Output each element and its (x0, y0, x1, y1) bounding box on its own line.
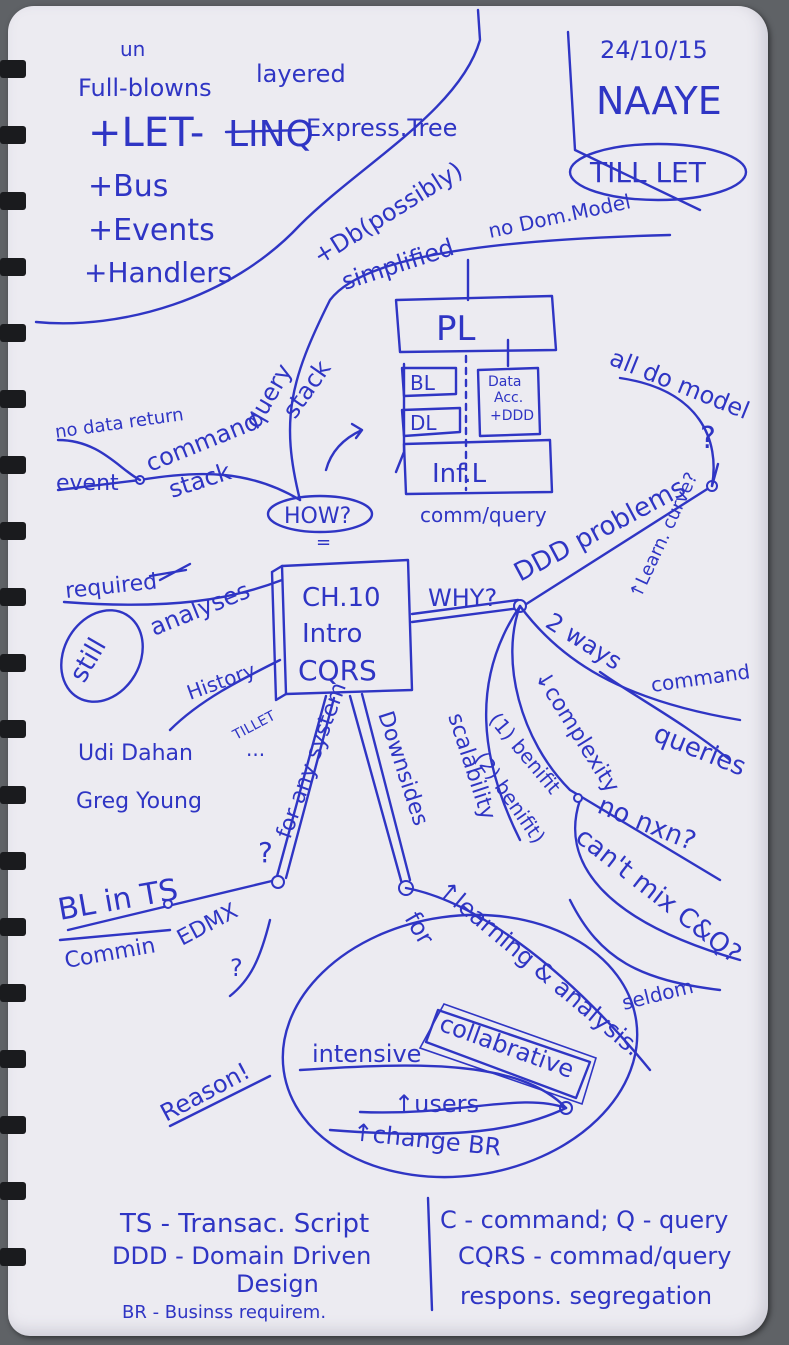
all-do-model-text: all do model (606, 344, 754, 425)
history-branch: History TILLET ... Udi Dahan Greg Young (76, 658, 282, 814)
legend-right-3: respons. segregation (460, 1282, 712, 1310)
intensive-text: intensive (312, 1040, 421, 1068)
required-text: required (64, 569, 158, 603)
q2-text: ? (258, 836, 273, 869)
still-text: still (64, 633, 113, 687)
un-text: un (120, 37, 145, 61)
how-bubble: HOW? = (266, 494, 374, 553)
title-code: NAAYE (596, 79, 722, 123)
legend-left-1: TS - Transac. Script (119, 1209, 369, 1239)
person-udi: Udi Dahan (78, 741, 193, 766)
change-br-text: ↑change BR (351, 1118, 502, 1161)
for-any-system-text: for any system (272, 679, 352, 842)
legend-left-3: Design (236, 1270, 319, 1298)
legend-right-2: CQRS - commad/query (458, 1242, 731, 1270)
bl-in-ts-text: BL in TS (55, 872, 180, 927)
let-text: +LET- (88, 110, 204, 156)
legend: TS - Transac. Script DDD - Domain Driven… (112, 1196, 731, 1323)
layer-diagram: PL BL DL Data Acc. +DDD Inf.L comm/query (324, 258, 558, 527)
how-text: HOW? (284, 504, 351, 529)
legend-right-1: C - command; Q - query (440, 1206, 728, 1234)
events-text: +Events (88, 213, 215, 248)
downsides-branch: Downsides ↑learning & analysis. for coll… (156, 692, 652, 1179)
no-data-return-text: no data return (54, 404, 185, 443)
queries-text: queries (649, 719, 750, 783)
seldom-text: seldom (619, 974, 695, 1015)
why-text: WHY? (428, 584, 497, 612)
data-acc-line2: Acc. (494, 390, 523, 406)
users-text: ↑users (394, 1090, 479, 1118)
how-eq-text: = (316, 532, 331, 553)
for-text: for (399, 907, 440, 950)
data-acc-line3: +DDD (490, 408, 534, 424)
history-text: History (184, 658, 259, 705)
bus-text: +Bus (88, 169, 168, 204)
handlers-text: +Handlers (84, 256, 232, 289)
comm-query-text: comm/query (420, 503, 547, 527)
data-acc-line1: Data (488, 374, 521, 390)
date-box: 24/10/15 NAAYE TILL LET (566, 30, 748, 212)
express-tree-text: Express.Tree (306, 114, 457, 142)
notebook-page (8, 6, 768, 1336)
legend-left-4: BR - Businss requirem. (122, 1302, 326, 1323)
layered-text: layered (256, 60, 346, 88)
legend-left-2: DDD - Domain Driven (112, 1242, 371, 1270)
full-blowns-text: Full-blowns (78, 74, 212, 102)
command-text: command (649, 659, 751, 697)
no-dom-model-text: no Dom.Model (486, 189, 633, 243)
bl-text: BL (410, 371, 436, 395)
date-text: 24/10/15 (600, 36, 708, 64)
pl-text: PL (436, 309, 476, 349)
till-let-text: TILL LET (589, 156, 707, 189)
person-greg: Greg Young (76, 789, 202, 814)
center-line3: CQRS (298, 654, 377, 687)
q3-text: ? (230, 954, 243, 982)
center-line2: Intro (302, 619, 362, 649)
center-line1: CH.10 (302, 583, 381, 613)
for-any-system-branch: for any system ? BL in TS Commin EDMX ? (55, 679, 352, 998)
linq-text: LINQ (228, 114, 314, 155)
dl-text: DL (410, 411, 437, 435)
infl-text: Inf.L (432, 459, 487, 489)
dots-text: ... (246, 737, 265, 761)
analyses-branch: required still analyses (60, 562, 284, 703)
event-text: event (56, 471, 119, 496)
spiral-binding (0, 60, 26, 1266)
top-left-notes: un Full-blowns layered +LET- LINQ Expres… (34, 8, 482, 325)
analyses-text: analyses (146, 576, 254, 641)
center-box: CH.10 Intro CQRS (270, 558, 414, 702)
edmx-text: EDMX (173, 899, 242, 952)
